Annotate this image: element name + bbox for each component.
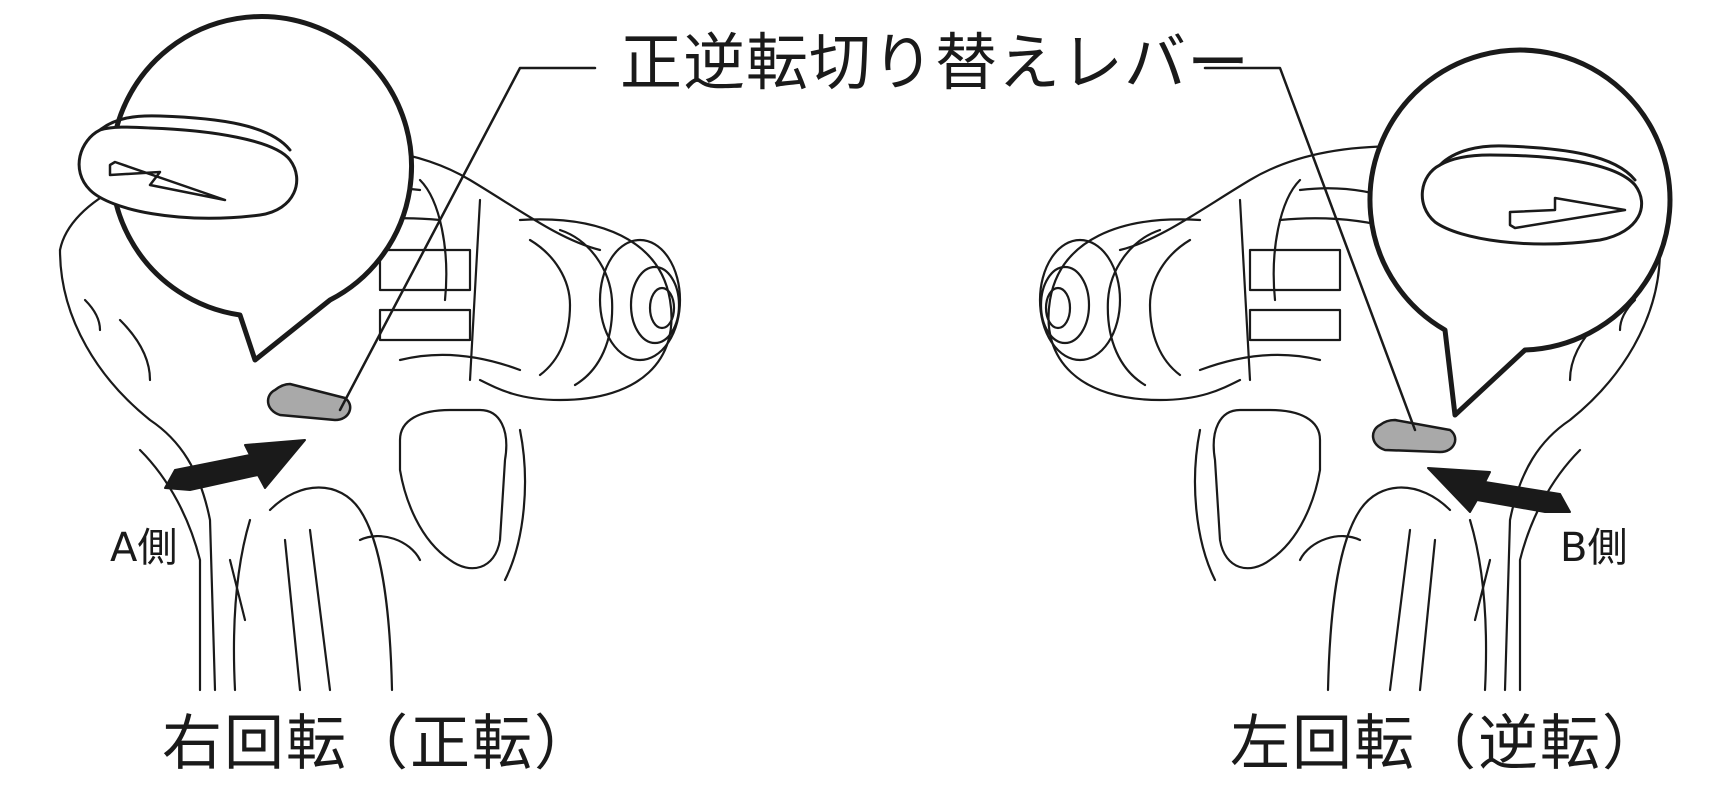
title-leader-lines — [338, 66, 1417, 432]
lever-name-label: 正逆転切り替えレバー — [620, 26, 1251, 99]
push-arrow-icon-right — [1427, 467, 1571, 513]
rotation-direction-arrow-icon — [108, 160, 227, 202]
caption-left-rotation: 左回転（逆転） — [1230, 709, 1664, 779]
left-callout-bubble — [77, 14, 414, 363]
right-callout-bubble — [1367, 47, 1673, 418]
left-reversing-lever — [266, 382, 352, 422]
right-reversing-lever — [1371, 418, 1457, 454]
side-b-label: B側 — [1560, 525, 1628, 571]
push-arrow-icon — [164, 439, 306, 491]
side-a-label: A側 — [110, 525, 178, 571]
caption-right-rotation: 右回転（正転） — [162, 709, 596, 779]
rotation-direction-arrow-icon-reverse — [1508, 196, 1627, 230]
